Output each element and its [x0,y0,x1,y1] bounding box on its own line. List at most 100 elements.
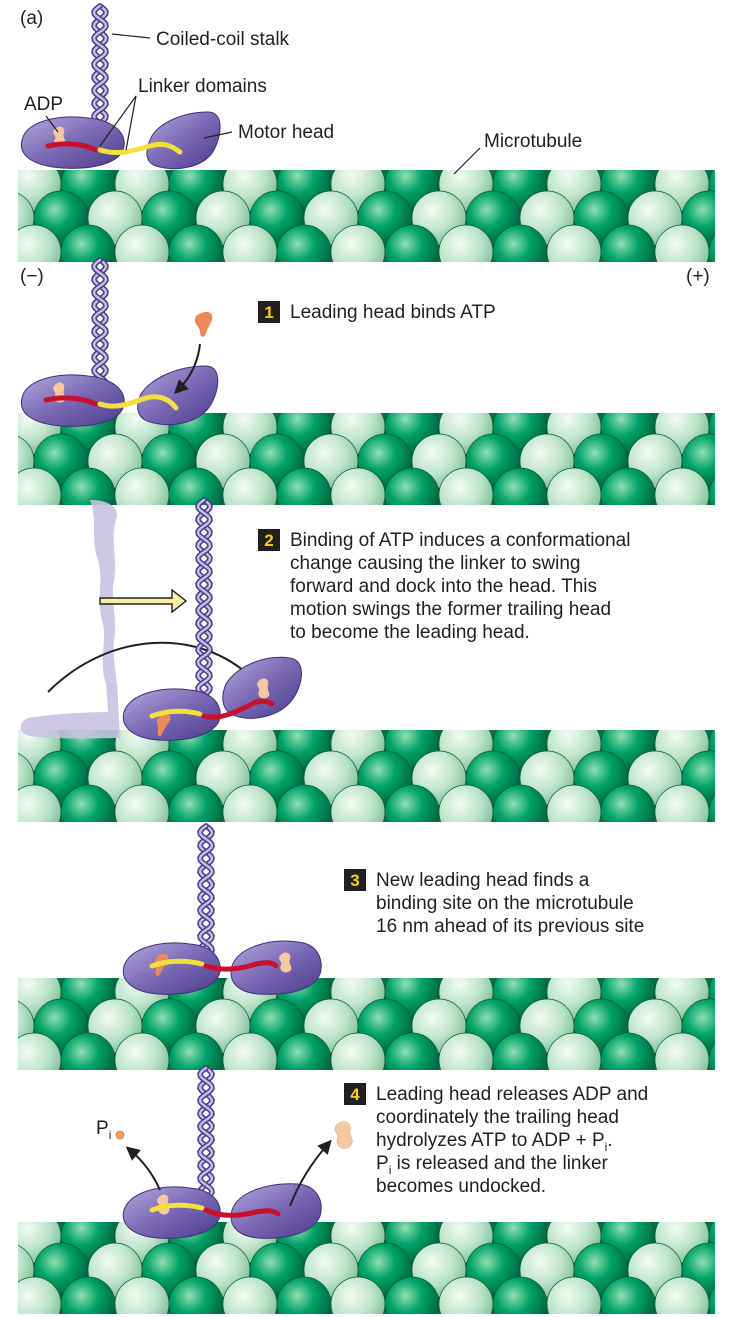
kinesin-state-step1 [20,257,219,427]
alpha-tubulin-subunit [492,224,548,262]
adp-label: ADP [24,94,63,115]
microtubule-2 [18,413,715,505]
microtubule-4 [0,965,715,1087]
alpha-tubulin-subunit [492,784,548,822]
beta-tubulin-subunit [222,224,278,262]
minus-end-label: (−) [20,266,44,287]
step-text-line: motion swings the former trailing head [290,599,611,620]
alpha-tubulin-subunit [708,1042,715,1070]
beta-tubulin-subunit [18,784,62,822]
linker-yellow-docked [149,958,205,969]
alpha-tubulin-subunit [708,794,715,822]
step-text-line: hydrolyzes ATP to ADP + Pi. [376,1130,613,1154]
beta-tubulin-subunit [330,1032,386,1070]
beta-tubulin-subunit [222,1032,278,1070]
alpha-tubulin-subunit [276,1032,332,1070]
motor-head-label: Motor head [238,122,334,143]
alpha-tubulin-subunit [0,1277,7,1317]
beta-tubulin-subunit [114,467,170,505]
alpha-tubulin-subunit [60,224,116,262]
linker-yellow-leading [97,141,183,155]
alpha-tubulin-subunit [0,1033,7,1087]
alpha-tubulin-subunit [384,467,440,505]
stalk-label: Coiled-coil stalk [156,29,290,50]
alpha-tubulin-subunit [600,467,656,505]
stalk-strand-highlight [92,258,108,398]
linker-yellow-docked [149,708,203,719]
alpha-tubulin-subunit [276,224,332,262]
beta-tubulin-subunit [330,784,386,822]
panel-label: (a) [20,8,43,29]
step-text-line: New leading head finds a [376,870,590,891]
stalk-strand-highlight [92,4,108,142]
alpha-tubulin-subunit [600,224,656,262]
beta-tubulin-subunit [114,1032,170,1070]
coiled-coil-stalk [197,1065,215,1211]
motor-head-leader-line [203,131,233,139]
alpha-tubulin-subunit [0,717,7,771]
linker-red-trailing [43,395,99,407]
alpha-tubulin-subunit [276,784,332,822]
linker-leader-line-2 [125,95,137,151]
trailing-motor-head [122,1186,221,1239]
adp-leader-line [45,115,59,133]
alpha-tubulin-subunit [0,965,7,1019]
coiled-coil-stalk [91,3,109,154]
coiled-coil-stalk [197,823,215,967]
swing-direction-arrow [99,588,188,614]
stalk-leader-line [111,33,151,39]
stalk-strand-highlight [196,498,212,714]
stalk-strand-highlight [198,824,214,966]
alpha-tubulin-subunit [0,1209,7,1263]
step-number-badge [344,1083,366,1105]
step-text-line: change causing the linker to swing [290,553,580,574]
step-text-line: to become the leading head. [290,622,530,643]
stalk-strand-highlight [198,1066,214,1210]
coiled-coil-stalk [195,497,213,715]
leading-motor-head [137,365,219,426]
stalk-strand-highlight [92,4,108,142]
alpha-tubulin-subunit [60,784,116,822]
alpha-tubulin-subunit [600,784,656,822]
step-text-line: forward and dock into the head. This [290,576,597,597]
linker-leader-line-1 [99,95,137,147]
step-text-line: 16 nm ahead of its previous site [376,916,644,937]
alpha-tubulin-subunit [600,1032,656,1070]
step-text-line: Leading head releases ADP and [376,1084,648,1105]
beta-tubulin-subunit [18,1032,62,1070]
beta-tubulin-subunit [438,467,494,505]
linker-red-undocked [203,1207,281,1218]
adp-release-arrow [289,1139,332,1207]
beta-tubulin-subunit [546,224,602,262]
linker-red-trailing [45,141,99,153]
alpha-tubulin-subunit [384,1032,440,1070]
plus-end-label: (+) [686,266,710,287]
trailing-motor-head [20,374,125,427]
beta-tubulin-subunit [546,784,602,822]
alpha-tubulin-subunit [384,224,440,262]
beta-tubulin-subunit [438,224,494,262]
beta-tubulin-subunit [438,1032,494,1070]
beta-tubulin-subunit [654,784,710,822]
alpha-tubulin-subunit [492,1032,548,1070]
stalk-strand-highlight [198,824,214,966]
atp-bound [156,713,171,737]
kinesin-state-step4: Pi [96,1065,353,1239]
alpha-tubulin-subunit [708,234,715,262]
kinesin-state-initial [20,3,221,170]
step-number: 1 [264,303,273,322]
released-adp [334,1121,353,1149]
stalk-strand-highlight [92,258,108,398]
pi-release-arrow [125,1146,161,1191]
coiled-coil-stalk [91,257,109,408]
alpha-tubulin-subunit [168,224,224,262]
beta-tubulin-subunit [114,224,170,262]
beta-tubulin-subunit [114,784,170,822]
alpha-tubulin-subunit [492,467,548,505]
beta-tubulin-subunit [330,224,386,262]
microtubule-label: Microtubule [484,131,582,152]
